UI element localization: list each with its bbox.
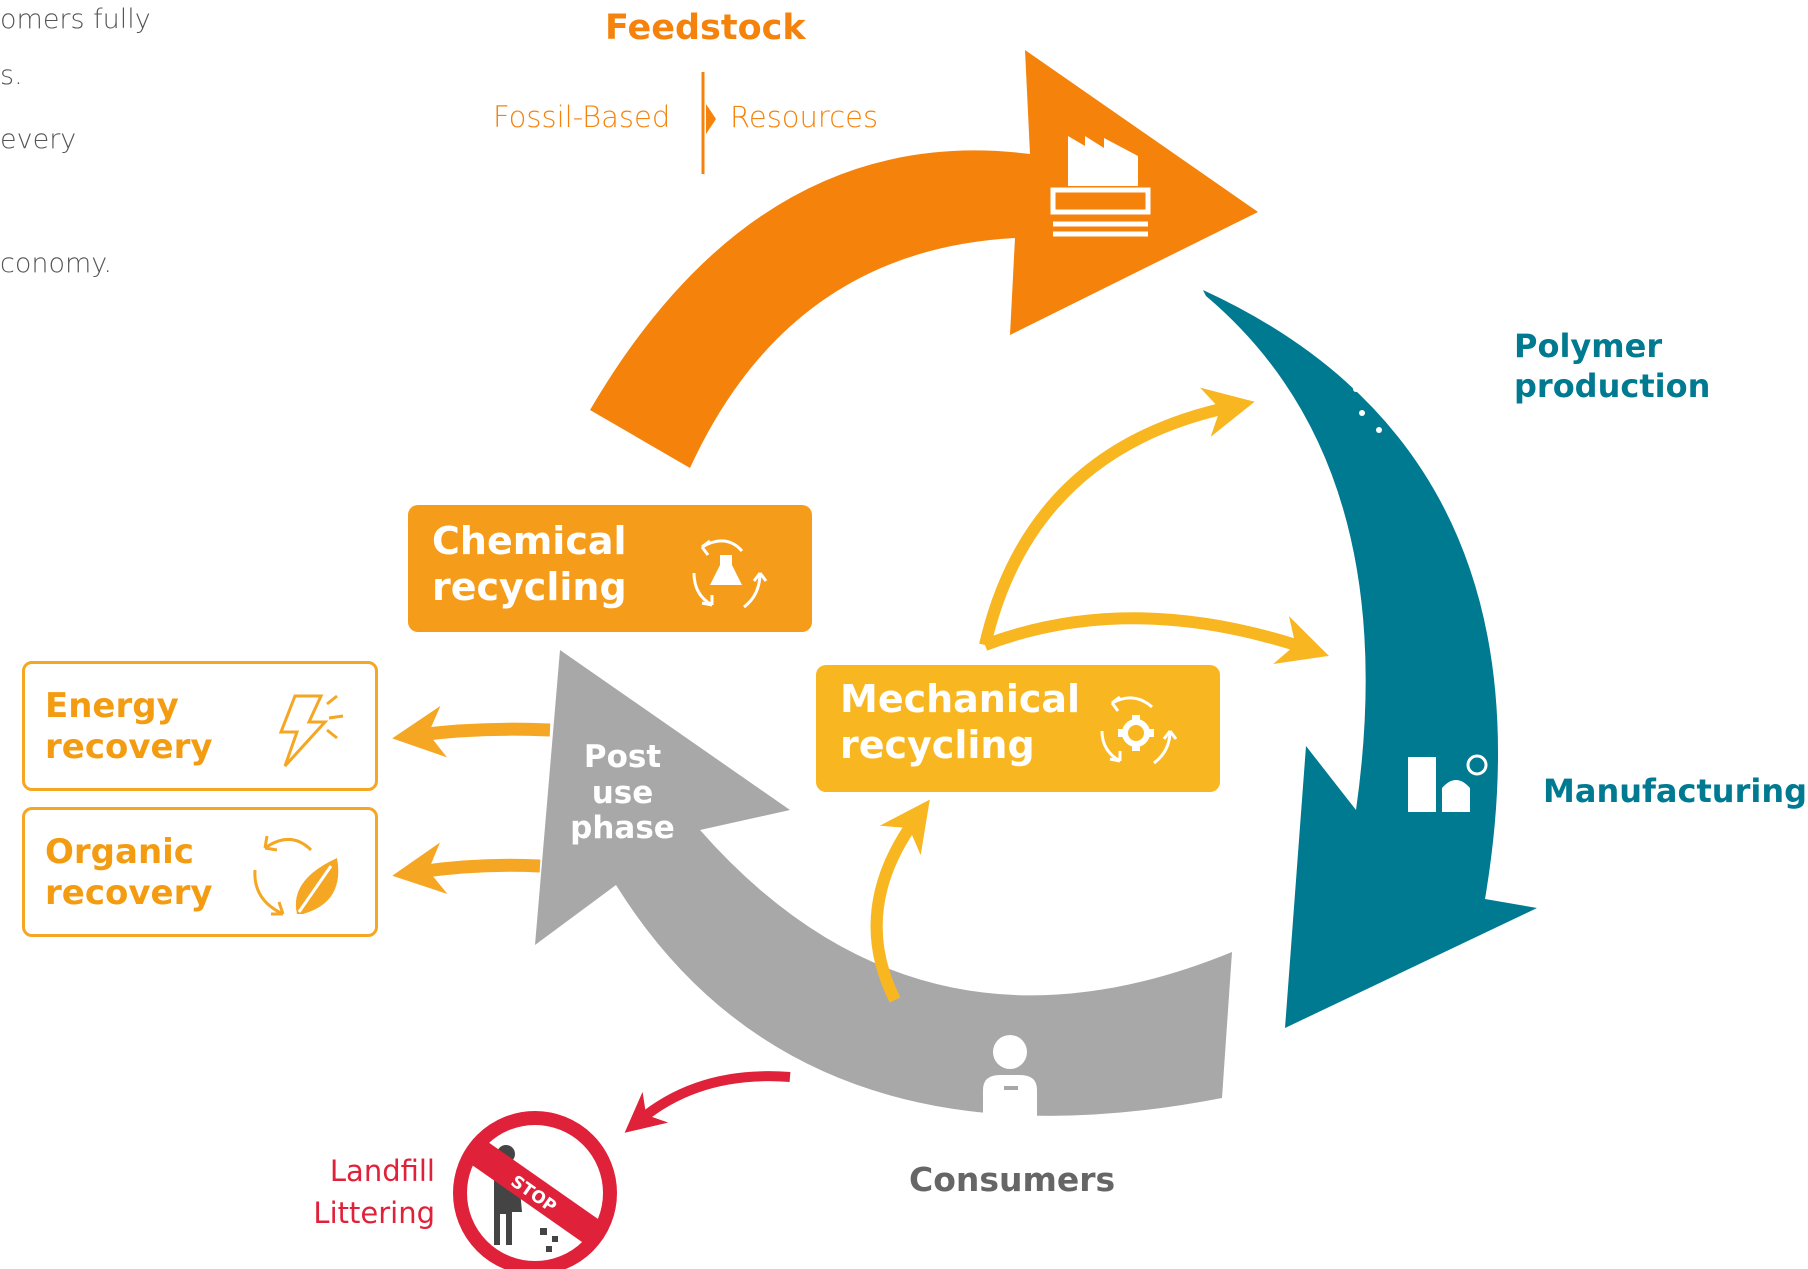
arrow-to-landfill xyxy=(624,1071,791,1133)
chemical-recycling-box: Chemical recycling xyxy=(408,505,812,632)
arrow-to-energy-recovery xyxy=(392,705,551,758)
recycle-arrow-to-polymer xyxy=(979,387,1255,647)
polymer-production-label: Polymer production xyxy=(1514,327,1711,405)
leaf-cycle-icon xyxy=(253,835,339,916)
feedstock-arrow xyxy=(590,50,1258,468)
flask-cycle-icon xyxy=(692,539,768,609)
intro-line-1: omers fully xyxy=(0,4,151,35)
post-use-phase-label: Post use phase xyxy=(570,739,675,847)
person-icon xyxy=(983,1035,1037,1118)
polymer-arrow xyxy=(1203,290,1537,1028)
intro-line-2: s. xyxy=(0,60,23,91)
chemical-recycling-label: Chemical recycling xyxy=(432,519,627,609)
intro-line-3: every xyxy=(0,124,77,155)
mechanical-recycling-box: Mechanical recycling xyxy=(816,665,1220,792)
feedstock-title: Feedstock xyxy=(605,8,806,48)
stop-littering-icon: STOP xyxy=(453,1111,617,1269)
feedstock-fossil-label: Fossil-Based xyxy=(493,100,671,134)
consumers-label: Consumers xyxy=(909,1160,1116,1199)
intro-line-4: conomy. xyxy=(0,248,113,279)
consumer-arrow xyxy=(535,650,1232,1116)
recycle-arrow-from-consumers xyxy=(870,799,930,1003)
gear-cycle-icon xyxy=(1100,695,1178,765)
gear-dots-icon xyxy=(1353,338,1451,439)
factory-icon xyxy=(1050,136,1151,237)
organic-recovery-box: Organic recovery xyxy=(22,807,378,937)
organic-recovery-label: Organic recovery xyxy=(45,832,213,913)
landfill-littering-label: Landfill Littering xyxy=(313,1154,435,1231)
arrow-to-organic-recovery xyxy=(392,842,541,894)
feedstock-resources-label: Resources xyxy=(730,100,879,134)
recycle-arrow-to-manufacturing xyxy=(982,612,1329,665)
energy-recovery-label: Energy recovery xyxy=(45,686,213,767)
feedstock-divider-arrow xyxy=(706,104,716,134)
lightning-icon xyxy=(278,694,344,768)
manufacturing-icon xyxy=(1408,754,1488,812)
mechanical-recycling-label: Mechanical recycling xyxy=(840,677,1081,767)
energy-recovery-box: Energy recovery xyxy=(22,661,378,791)
manufacturing-label: Manufacturing xyxy=(1543,772,1807,810)
